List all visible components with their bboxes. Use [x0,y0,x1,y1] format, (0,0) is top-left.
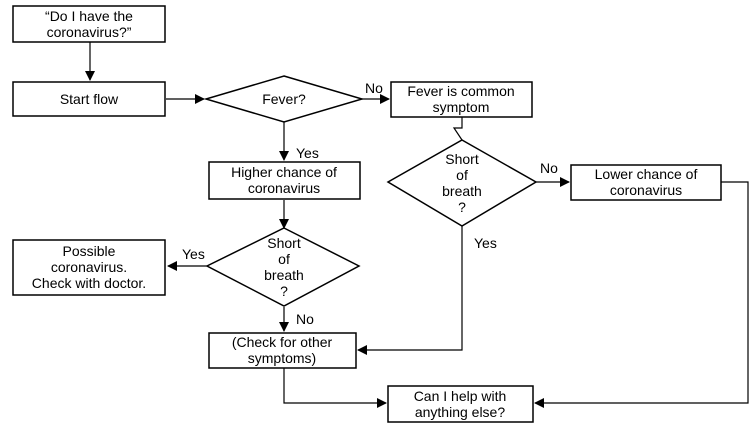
fever-text: Fever? [262,91,306,107]
node-text-line: Possible [63,243,116,259]
question-box [12,5,166,43]
node-text-line: coronavirus [248,180,320,196]
arrow-lower-to-help [534,181,749,408]
sob-left-no-label: No [296,311,314,327]
higher-chance-box [208,161,361,200]
lower-chance-box [570,164,722,201]
arrow-common-to-sob-right [452,117,463,141]
sob-left-decision [205,227,361,307]
node-text-line: coronavirus. [51,259,127,275]
node-text-line: (Check for other [232,334,333,350]
sob-left-yes-label: Yes [182,246,205,262]
arrow-check-to-help [283,368,387,408]
node-text-line: ? [280,283,288,299]
node-text-line: coronavirus [610,182,682,198]
start-flow-text: Start flow [60,91,119,107]
node-text-line: symptoms) [248,350,316,366]
sob-right-yes-label: Yes [474,235,497,251]
node-text-line: Check with doctor. [32,275,146,291]
node-text-line: Higher chance of [231,164,337,180]
node-text-line: of [456,167,468,183]
sob-right-no-label: No [540,160,558,176]
node-text-line: Fever is common [407,83,514,99]
node-text-line: anything else? [415,404,506,420]
help-box [387,385,534,423]
node-text-line: symptom [433,99,490,115]
connectors [85,42,749,408]
node-text-line: Short [445,151,479,167]
start-flow-box [12,81,166,117]
node-text-line: breath [264,267,304,283]
fever-decision [203,75,365,123]
node-text-line: coronavirus?” [47,24,132,40]
possible-coronavirus-box [12,239,166,296]
sob-right-decision [386,139,538,227]
fever-no-label: No [365,80,383,96]
check-symptoms-box [208,332,357,369]
node-text-line: ? [458,199,466,215]
arrow-sob-right-yes [357,226,463,355]
fever-common-box [390,81,533,118]
node-text-line: Can I help with [414,388,507,404]
node-text-line: Lower chance of [595,166,698,182]
node-text-line: Fever? [262,91,306,107]
fever-yes-label: Yes [296,145,319,161]
node-text-line: of [278,251,290,267]
node-text-line: “Do I have the [45,8,133,24]
node-text-line: Short [267,235,301,251]
node-text-line: Start flow [60,91,119,107]
node-text-line: breath [442,183,482,199]
